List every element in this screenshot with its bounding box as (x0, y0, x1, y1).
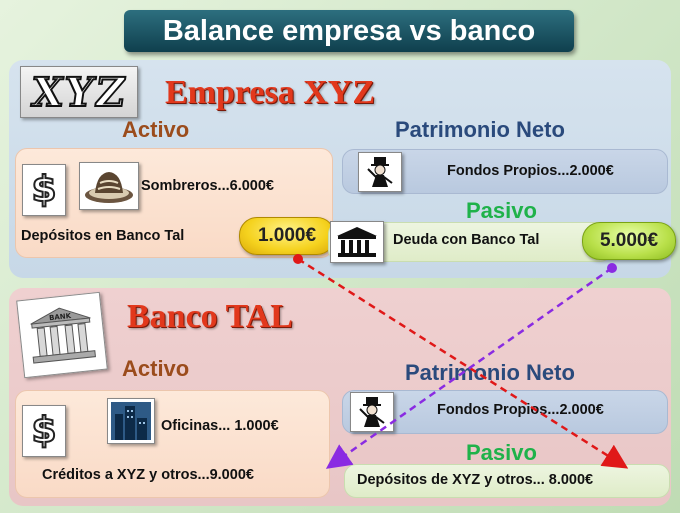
empresa-activo-heading: Activo (122, 117, 190, 142)
bank-building-icon (330, 221, 384, 263)
office-buildings-icon (107, 398, 155, 444)
banco-oficinas: Oficinas... 1.000€ (161, 418, 279, 434)
empresa-pasivo-heading: Pasivo (466, 198, 537, 223)
dollar-icon: $ (22, 164, 66, 216)
deposit-arrow-origin (293, 254, 303, 264)
banco-depositos: Depósitos de XYZ y otros... 8.000€ (357, 472, 594, 488)
credit-arrow-origin (607, 263, 617, 273)
bank-logo-text: BANK (49, 312, 72, 322)
sombrero-hat-icon (79, 162, 139, 210)
deposit-arrow (297, 257, 629, 469)
empresa-fondos-propios: Fondos Propios...2.000€ (447, 163, 614, 179)
banco-pasivo-box (344, 464, 670, 498)
banco-patrimonio-box (342, 390, 668, 434)
banco-fondos-propios: Fondos Propios...2.000€ (437, 402, 604, 418)
dollar-icon: $ (22, 405, 66, 457)
xyz-logo: XYZ (20, 66, 138, 118)
empresa-name: Empresa XYZ (165, 74, 375, 111)
banco-pasivo-heading: Pasivo (466, 440, 537, 465)
slide-title: Balance empresa vs banco (124, 10, 574, 52)
banco-activo-heading: Activo (122, 356, 190, 381)
banco-patrimonio-heading: Patrimonio Neto (405, 360, 575, 385)
banco-activo-box (15, 390, 330, 498)
empresa-deuda: Deuda con Banco Tal (393, 232, 540, 248)
banco-creditos: Créditos a XYZ y otros...9.000€ (42, 467, 254, 483)
monopoly-man-icon (358, 152, 402, 192)
monopoly-man-icon (350, 392, 394, 432)
empresa-patrimonio-heading: Patrimonio Neto (395, 117, 565, 142)
empresa-deuda-value: 5.000€ (582, 222, 676, 260)
empresa-depositos: Depósitos en Banco Tal (21, 228, 185, 244)
bank-logo-icon: BANK (16, 291, 108, 379)
banco-name: Banco TAL (127, 298, 293, 335)
empresa-depositos-value: 1.000€ (239, 217, 335, 255)
credit-arrow (325, 266, 613, 469)
empresa-sombreros: Sombreros...6.000€ (141, 178, 274, 194)
